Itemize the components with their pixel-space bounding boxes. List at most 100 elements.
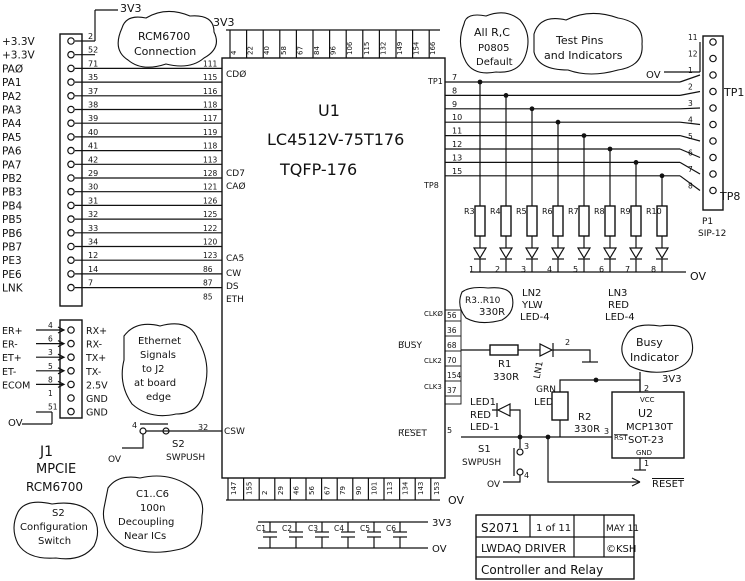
- tb-project: LWDAQ DRIVER: [481, 542, 567, 555]
- sig-clk0: CLKØ: [424, 310, 443, 318]
- r1-name: R1: [498, 359, 511, 370]
- wire-tp-p1: [679, 107, 701, 110]
- net-cd7: CD7: [226, 169, 245, 179]
- cap-name: C2: [282, 524, 292, 533]
- ln2-color: YLW: [521, 300, 543, 311]
- sig-reset-out: RESET: [652, 479, 685, 490]
- p1-pin-hole: [709, 87, 717, 96]
- r2-value: 330R: [574, 424, 600, 435]
- led1-color: RED: [470, 410, 491, 421]
- u1-bottom-pin: 113: [386, 482, 394, 495]
- u1-left-pin: 121: [203, 183, 218, 192]
- j1-pin-number: 29: [88, 169, 98, 178]
- u2-3v3: 3V3: [662, 374, 682, 385]
- u1-right-pin: 10: [452, 113, 462, 122]
- p1-pin-hole: [709, 153, 717, 162]
- led-pin: 8: [651, 265, 656, 274]
- junction: [633, 160, 639, 165]
- j1-pin-number: 42: [88, 155, 98, 164]
- net-ds: DS: [226, 282, 239, 292]
- u1-top-pin: 115: [363, 42, 371, 55]
- j1-pin-hole: [67, 50, 75, 59]
- tb-number: S2071: [481, 521, 519, 535]
- ln2-type: LED-4: [520, 312, 550, 323]
- resistor-name: R5: [516, 207, 527, 216]
- net-ca0: CAØ: [226, 181, 246, 192]
- j1-pin-hole: [67, 380, 75, 389]
- p1-pin-hole: [709, 71, 717, 79]
- j1-pin-number: 2: [88, 32, 93, 41]
- u1-part: LC4512V-75T176: [267, 130, 404, 149]
- led-symbol: [628, 247, 644, 260]
- j1-eth-body: [59, 319, 83, 419]
- busy-indicator-circuit: R1 330R 2 LN1 GRN LED-4: [461, 338, 598, 408]
- u2-vcc: VCC: [640, 396, 655, 404]
- note-rcm-line2: Connection: [134, 45, 196, 58]
- ln1-pin: 2: [565, 338, 570, 347]
- u1-clk-pin: 56: [447, 311, 457, 320]
- u1-bottom-pin: 101: [370, 482, 378, 495]
- eth-net-label: TX-: [85, 367, 101, 378]
- u1-clk-pin: 37: [447, 386, 457, 395]
- eth-net-label: TX+: [85, 353, 106, 364]
- eth-pin-number: 5: [48, 362, 53, 371]
- net-csw: CSW: [224, 427, 245, 437]
- u1-left-pin: 116: [203, 87, 218, 96]
- p1-pin-number: 4: [688, 116, 693, 125]
- j1-pin-label: PE3: [2, 255, 22, 267]
- eth-arrow: [57, 353, 66, 361]
- note-allrc-line2: P0805: [478, 43, 509, 54]
- resistor: [552, 205, 564, 237]
- j1-pin-hole: [67, 187, 75, 196]
- junction: [529, 106, 535, 112]
- j1-pin-label: PB6: [2, 228, 23, 240]
- wires: [22, 9, 701, 549]
- u1-bottom-pin: 29: [277, 486, 285, 495]
- j1-pin-number: 39: [88, 114, 98, 123]
- j1-pin-hole: [67, 201, 75, 210]
- note-dec-line2: 100n: [140, 503, 165, 514]
- j1-pin-label: +3.3V: [2, 36, 35, 48]
- j1-pin-number: 40: [88, 128, 98, 137]
- p1-pin-hole: [709, 186, 717, 195]
- j1-pin-label: PA6: [2, 146, 22, 158]
- led-pin: 2: [495, 265, 500, 274]
- j1-pin-hole: [67, 174, 75, 182]
- ln1-color: GRN: [536, 385, 556, 395]
- note-s2-line3: Switch: [38, 536, 71, 547]
- note-eth-line3: to J2: [142, 364, 165, 375]
- note-tp-line2: and Indicators: [544, 49, 623, 62]
- u1-left-pin: 118: [203, 101, 218, 110]
- u1-bottom-pin: 56: [308, 486, 316, 495]
- wire-tp-p1: [679, 175, 701, 191]
- u2-pin3: 3: [604, 427, 609, 436]
- u1-top-pin: 4: [230, 50, 238, 55]
- reset-circuit: LED1 RED LED-1 R2 330R 3 4 S1 SWPUSH OV …: [461, 372, 685, 490]
- u1-package: TQFP-176: [279, 160, 357, 179]
- p1-pin-hole: [709, 120, 717, 129]
- j1-pin-hole: [67, 229, 75, 237]
- j1-pin-hole: [67, 353, 75, 362]
- u1-clk-pin: 36: [447, 326, 457, 335]
- ln2-name: LN2: [522, 288, 541, 299]
- j1-pin-hole: [67, 326, 75, 334]
- u1-top-pin: 106: [346, 41, 354, 55]
- sig-reset: RESET: [398, 429, 427, 439]
- rail-3v3-j1: 3V3: [120, 2, 142, 15]
- s2-ov: OV: [108, 455, 122, 465]
- s1-pin4: 4: [524, 471, 529, 480]
- u1-left-pin: 128: [203, 169, 218, 178]
- j1-pin-label: PB5: [2, 214, 22, 226]
- j1-body: [59, 33, 83, 307]
- j1-pin-hole: [67, 92, 75, 100]
- u1-left-pin: 123: [203, 251, 218, 260]
- cap-name: C4: [334, 524, 344, 533]
- note-allrc-line1: All R,C: [474, 26, 510, 39]
- note-s2-line2: Configuration: [20, 522, 88, 533]
- junction: [659, 173, 665, 179]
- u1-name: U1: [318, 101, 340, 120]
- s1-pin3: 3: [524, 442, 529, 451]
- ln3-type: LED-4: [605, 312, 635, 323]
